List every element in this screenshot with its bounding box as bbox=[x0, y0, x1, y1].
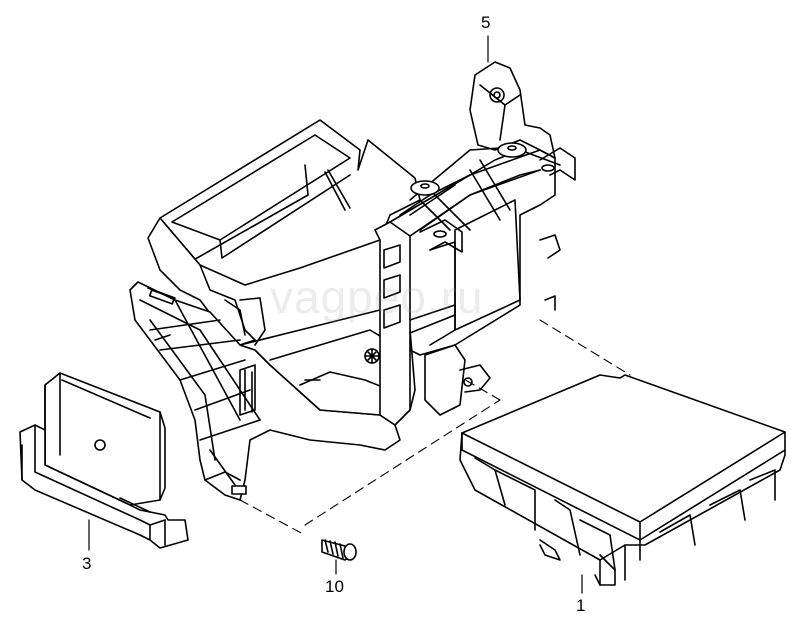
watermark: vagpeo.ru bbox=[270, 271, 484, 323]
control-unit-small bbox=[19, 372, 189, 549]
callout-3: 3 bbox=[82, 554, 92, 573]
callout-10: 10 bbox=[325, 577, 344, 596]
control-unit-large bbox=[459, 374, 786, 586]
assembly-lines bbox=[239, 319, 631, 536]
screw bbox=[321, 539, 357, 561]
callout-5: 5 bbox=[481, 13, 491, 32]
leader-lines bbox=[88, 35, 583, 594]
bracket-housing bbox=[129, 61, 576, 501]
callout-1: 1 bbox=[576, 596, 586, 615]
